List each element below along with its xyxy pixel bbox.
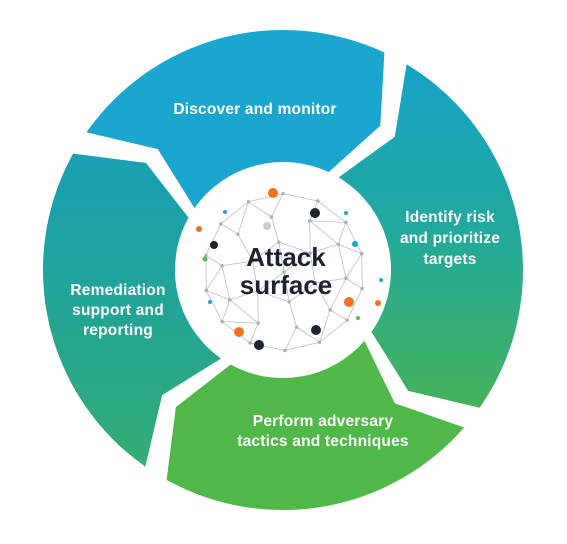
- sphere-node: [344, 220, 348, 225]
- sphere-node: [360, 286, 365, 291]
- sphere-node: [246, 199, 251, 204]
- sphere-accent-node: [311, 325, 321, 335]
- sphere-links: [205, 193, 363, 351]
- sphere-accent-node: [310, 208, 320, 218]
- sphere-accent-node: [202, 256, 208, 262]
- sphere-accent-node: [379, 278, 383, 282]
- sphere-node: [287, 300, 291, 304]
- sphere-node: [269, 215, 274, 219]
- sphere-node: [317, 340, 322, 345]
- sphere-node: [336, 242, 341, 247]
- network-sphere-icon: [196, 188, 383, 353]
- sphere-accent-node: [344, 211, 348, 215]
- remediation-label-line2: support and: [72, 302, 164, 319]
- sphere-node: [316, 199, 320, 203]
- sphere-node: [220, 319, 224, 324]
- sphere-node: [282, 270, 286, 274]
- sphere-node: [307, 219, 312, 223]
- discover-label: Discover and monitor: [173, 101, 336, 118]
- cycle-ring: [42, 30, 524, 511]
- sphere-node: [308, 251, 312, 255]
- sphere-accent-node: [223, 210, 227, 214]
- sphere-node: [220, 263, 224, 268]
- sphere-node: [219, 222, 223, 226]
- sphere-node: [236, 232, 240, 236]
- sphere-node: [328, 308, 332, 312]
- sphere-accent-node: [210, 241, 218, 249]
- sphere-accent-node: [208, 300, 212, 304]
- sphere-node: [344, 276, 348, 281]
- center-title-line1: Attack: [246, 242, 326, 272]
- sphere-accent-node: [196, 226, 202, 232]
- sphere-node: [281, 191, 285, 196]
- sphere-node: [256, 289, 260, 293]
- sphere-node: [227, 297, 232, 302]
- segment-perform: [166, 340, 465, 511]
- sphere-node: [250, 259, 255, 263]
- center-title-line2: surface: [240, 270, 333, 300]
- sphere-node: [277, 240, 281, 244]
- segment-discover: [86, 30, 385, 209]
- sphere-node: [313, 281, 318, 285]
- sphere-node: [204, 288, 209, 293]
- sphere-accent-node: [268, 188, 278, 198]
- sphere-accent-node: [263, 222, 271, 230]
- sphere-accent-node: [234, 327, 244, 337]
- remediation-label-line1: Remediation: [70, 282, 165, 299]
- sphere-node: [283, 348, 287, 353]
- perform-label-line2: tactics and techniques: [237, 433, 409, 450]
- identify-label-line1: Identify risk: [405, 209, 495, 226]
- sphere-accent-node: [375, 300, 381, 306]
- sphere-node: [294, 325, 299, 329]
- segment-remediation: [42, 153, 222, 467]
- sphere-node: [248, 341, 252, 345]
- sphere-node: [359, 251, 364, 256]
- identify-label-line3: targets: [423, 251, 476, 268]
- sphere-accent-node: [344, 297, 354, 307]
- perform-label-line1: Perform adversary: [253, 413, 394, 430]
- remediation-label-line3: reporting: [83, 322, 153, 339]
- sphere-accent-node: [356, 316, 360, 320]
- identify-label-line2: and prioritize: [400, 230, 500, 247]
- sphere-node: [203, 253, 208, 258]
- sphere-node: [345, 318, 349, 322]
- sphere-accent-node: [352, 241, 358, 247]
- sphere-accent-node: [254, 340, 264, 350]
- segment-identify: [338, 64, 524, 408]
- sphere-node: [256, 321, 261, 325]
